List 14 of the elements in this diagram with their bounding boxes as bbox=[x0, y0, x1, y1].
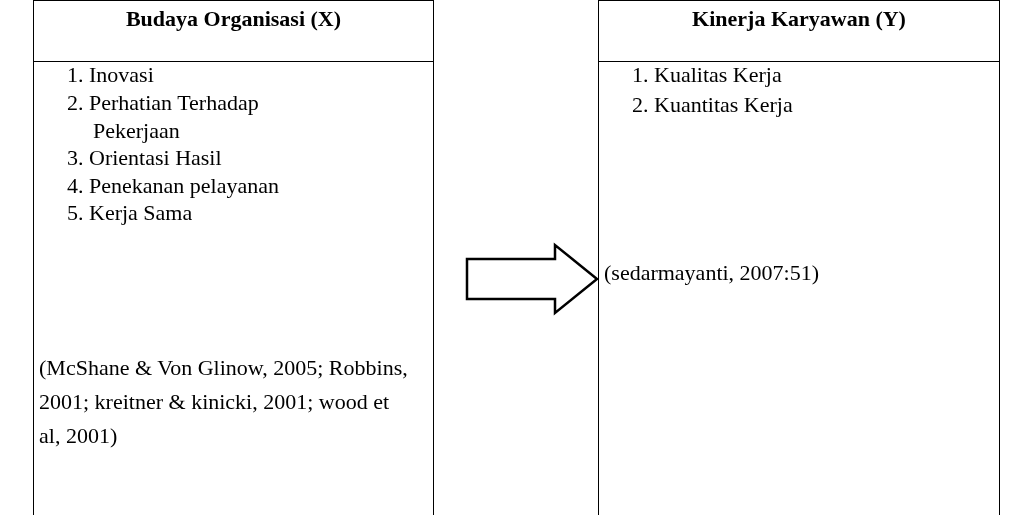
list-item: 2. Kuantitas Kerja bbox=[632, 91, 794, 119]
list-item: 3. Orientasi Hasil bbox=[67, 144, 223, 172]
box-heading: Kinerja Karyawan (Y) bbox=[691, 5, 907, 33]
citation-text: (McShane & Von Glinow, 2005; Robbins, 2001; kreitner & kinicki, 2001; wood et al, 2001) bbox=[39, 354, 409, 450]
list-item: 5. Kerja Sama bbox=[67, 199, 194, 227]
block-arrow bbox=[465, 242, 599, 316]
list-item: 1. Inovasi bbox=[67, 61, 155, 89]
list-item: 4. Penekanan pelayanan bbox=[67, 172, 280, 200]
box-heading: Budaya Organisasi (X) bbox=[124, 5, 343, 33]
list-item: 1. Kualitas Kerja bbox=[632, 61, 783, 89]
concept-box bbox=[33, 0, 434, 515]
citation-text: (sedarmayanti, 2007:51) bbox=[604, 259, 821, 287]
list-item: 2. Perhatian Terhadap Pekerjaan bbox=[67, 89, 260, 144]
concept-box bbox=[598, 0, 1000, 515]
